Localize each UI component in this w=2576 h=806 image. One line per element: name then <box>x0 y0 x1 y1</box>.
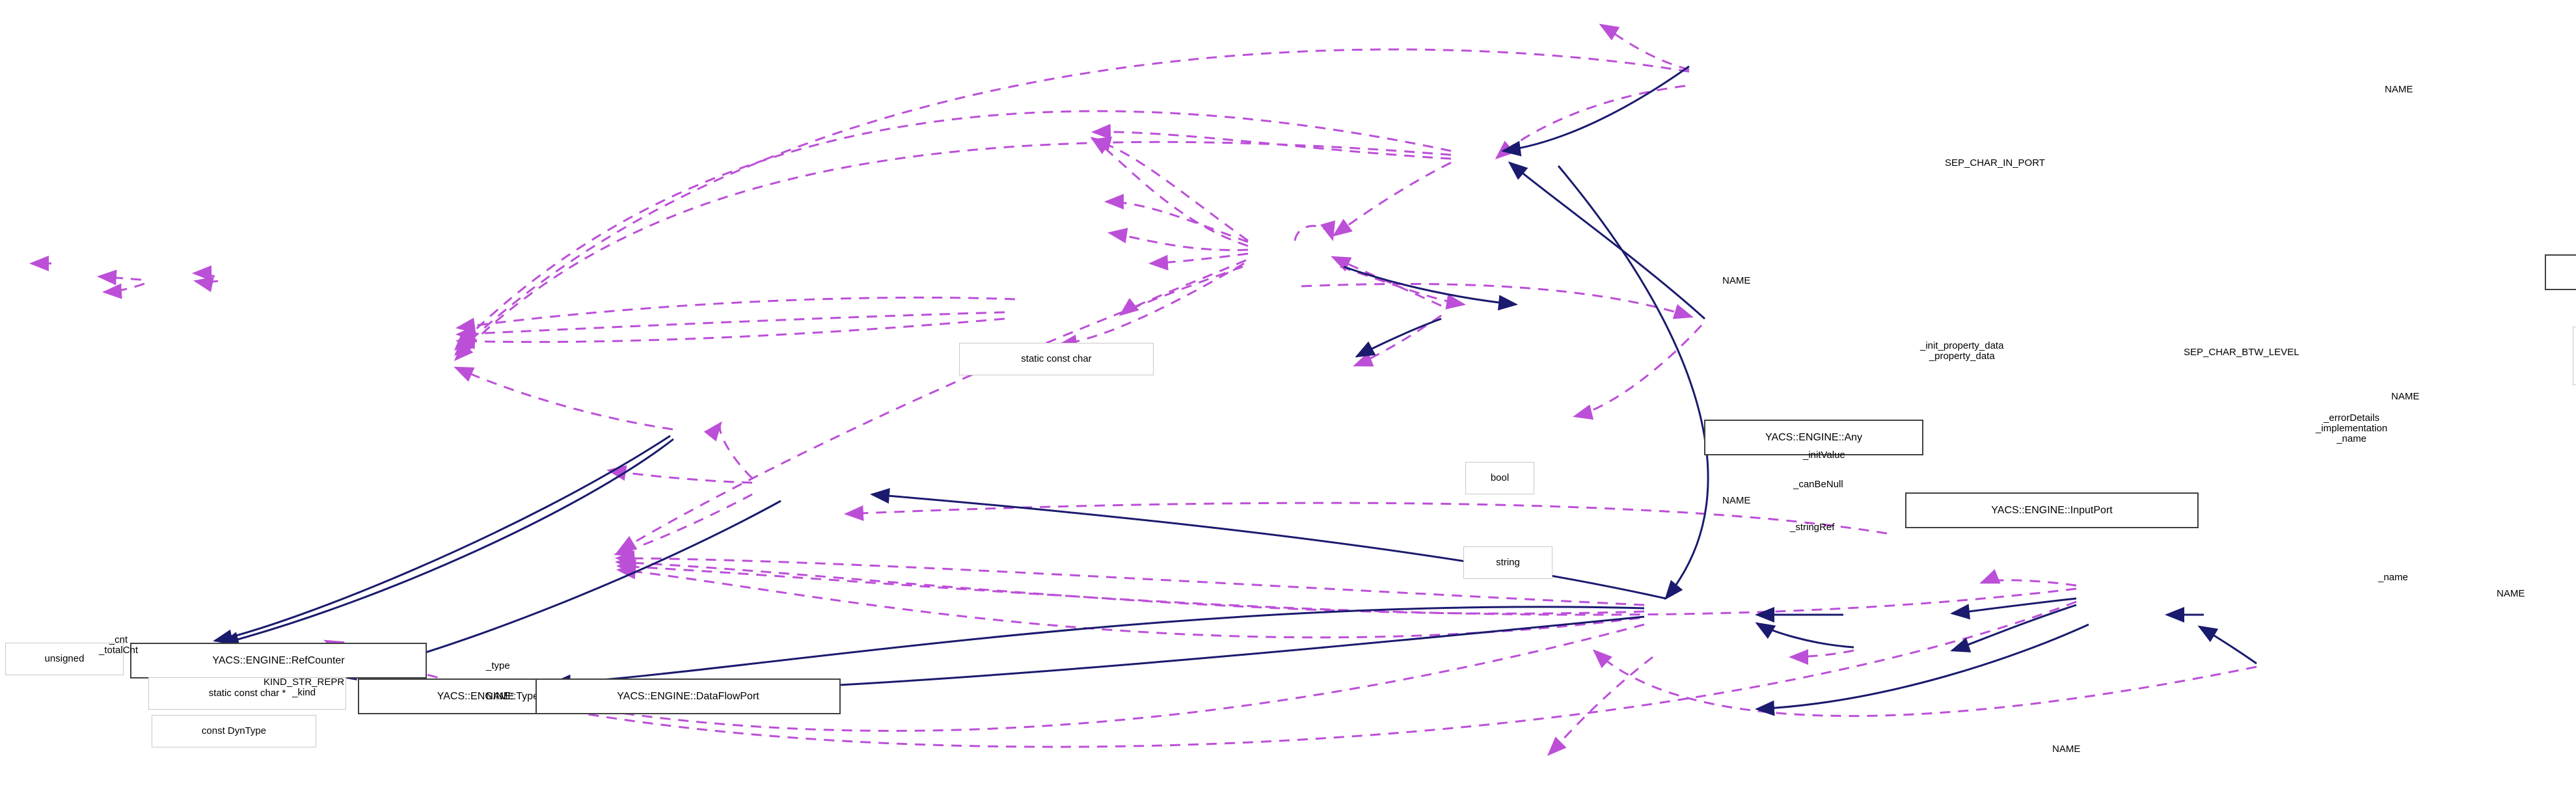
edge-label-sep_char_btw_level: SEP_CHAR_BTW_LEVEL <box>2184 347 2299 358</box>
edge-label-initvalue: _initValue <box>1803 450 1845 461</box>
edge-label-init_property_data: _init_property_data _property_data <box>1920 340 2004 362</box>
edge-label-kind_str_repr: KIND_STR_REPR _kind <box>264 677 345 699</box>
edge-label-errordetails: _errorDetails _implementation _name <box>2316 412 2388 445</box>
edge-label-name_6: NAME <box>2497 588 2525 599</box>
class-node-unsigned[interactable]: unsigned <box>5 643 124 675</box>
class-node-inputport[interactable]: YACS::ENGINE::InputPort <box>1905 492 2199 528</box>
edge-label-name_8: NAME <box>2052 744 2081 755</box>
edge-label-cnt_totalcnt: _cnt _totalCnt <box>99 634 139 656</box>
class-node-bool[interactable]: bool <box>1465 462 1534 494</box>
edge-label-sep_char_in_port: SEP_CHAR_IN_PORT <box>1945 157 2045 168</box>
edge-label-name_5: NAME <box>1722 495 1751 506</box>
edge-label-type_1: _type <box>486 660 510 671</box>
class-node-any[interactable]: YACS::ENGINE::Any <box>1704 420 1923 455</box>
edge-label-name_3: NAME <box>1722 275 1751 286</box>
class-node-inpropertyport[interactable]: YACS::ENGINE::InPropertyPort <box>2545 254 2576 290</box>
class-node-refcounter[interactable]: YACS::ENGINE::RefCounter <box>130 643 427 678</box>
class-node-string[interactable]: string <box>1463 546 1552 579</box>
class-node-map_int_node[interactable]: map< int, YACS::ENGINE ::Node * > <box>2573 327 2576 385</box>
edge-label-name_7: NAME <box>486 691 515 702</box>
class-node-static_const_char[interactable]: static const char <box>959 343 1154 375</box>
edge-label-name_2: NAME <box>2385 84 2413 95</box>
edge-label-canbenull: _canBeNull <box>1793 479 1843 490</box>
edge-label-stringref: _stringRef <box>1790 522 1835 533</box>
class-node-dataflowport[interactable]: YACS::ENGINE::DataFlowPort <box>536 678 841 714</box>
class-node-static_const_charp[interactable]: static const char * <box>148 677 346 710</box>
edge-label-name_4: NAME <box>2391 391 2420 402</box>
class-node-constdyntype[interactable]: const DynType <box>152 715 316 747</box>
edge-label-name_lbl_lc: _name <box>2378 572 2408 583</box>
